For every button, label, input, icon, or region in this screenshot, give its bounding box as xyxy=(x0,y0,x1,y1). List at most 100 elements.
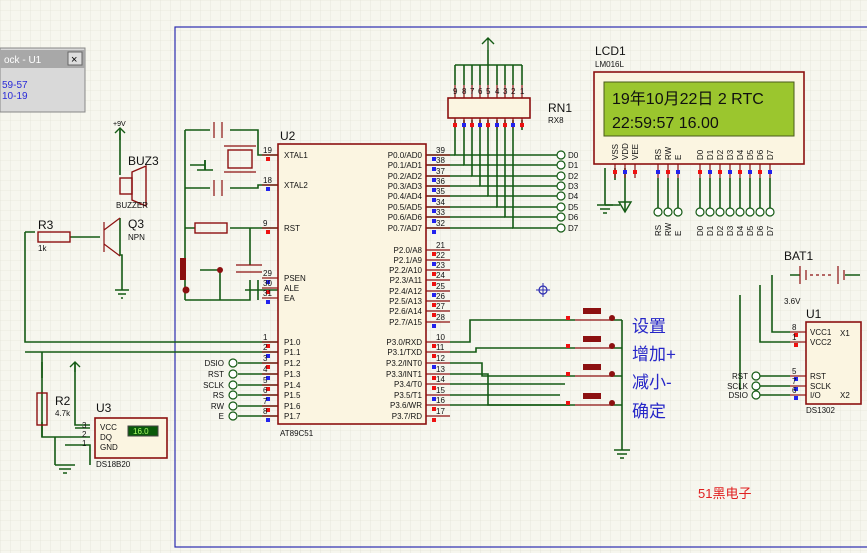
mcu-pin-number: 7 xyxy=(263,397,268,406)
lcd-row-1: 19年10月22日 2 RTC xyxy=(612,90,764,108)
mcu-pin-number: 15 xyxy=(436,386,445,395)
pin-state-marker xyxy=(566,316,570,320)
pin-state-marker xyxy=(432,376,436,380)
pin-state-marker xyxy=(478,123,482,127)
rn1-pin-number: 5 xyxy=(486,87,491,96)
net-label-dsio: DSIO xyxy=(204,359,224,368)
mcu-pin-number: 34 xyxy=(436,198,445,207)
ds1302-pin-name: I/O xyxy=(810,391,821,400)
pin-state-marker xyxy=(718,170,722,174)
mcu-pin-name: P2.4/A12 xyxy=(389,287,422,296)
pin-state-marker xyxy=(432,198,436,202)
mcu-pin-name: XTAL2 xyxy=(284,181,308,190)
cursor-crosshair-icon xyxy=(536,283,550,297)
ground-icon xyxy=(115,289,129,299)
pin-state-marker xyxy=(566,372,570,376)
mcu-pin-number: 4 xyxy=(263,365,268,374)
pin-state-marker xyxy=(470,123,474,127)
pin-state-marker xyxy=(266,344,270,348)
net-terminal xyxy=(715,207,725,217)
ds1302-pin-name: VCC1 xyxy=(810,328,832,337)
pin-state-marker xyxy=(633,170,637,174)
net-terminal xyxy=(653,207,663,217)
lcd-model: LM016L xyxy=(595,60,624,69)
bat-ref: BAT1 xyxy=(784,249,813,263)
bat-value: 3.6V xyxy=(784,297,801,306)
mcu-pin-number: 14 xyxy=(436,375,445,384)
mcu-pin-name: P3.6/WR xyxy=(390,401,422,410)
mcu-pin-number: 17 xyxy=(436,407,445,416)
push-button-2[interactable] xyxy=(566,336,615,349)
q3-ref: Q3 xyxy=(128,217,144,231)
button-dot xyxy=(609,315,615,321)
mcu-pin-name: P1.3 xyxy=(284,370,301,379)
mcu-pin-name: P3.3/INT1 xyxy=(386,370,423,379)
mcu-chip xyxy=(277,143,427,425)
pin-state-marker xyxy=(432,293,436,297)
pin-state-marker xyxy=(453,123,457,127)
push-button-3[interactable] xyxy=(566,364,615,377)
net-terminal xyxy=(228,401,238,411)
lcd-net-label: D3 xyxy=(726,225,735,236)
u3-pin-num-2: 2 xyxy=(82,430,87,439)
lcd-pin-name: RW xyxy=(664,146,673,160)
lcd-net-label: RW xyxy=(664,222,673,236)
net-terminal xyxy=(556,181,566,191)
push-button-1[interactable] xyxy=(566,308,615,321)
reset-button[interactable] xyxy=(180,258,223,294)
pin-state-marker xyxy=(432,407,436,411)
button-dot xyxy=(609,400,615,406)
push-button-4[interactable] xyxy=(566,393,615,406)
q3-model: NPN xyxy=(128,233,145,242)
pin-state-marker xyxy=(266,354,270,358)
net-label-d7: D7 xyxy=(568,224,579,233)
mcu-pin-name: P3.4/T0 xyxy=(394,380,423,389)
pin-state-marker xyxy=(520,123,524,127)
u3-pin-gnd: GND xyxy=(100,443,118,452)
pin-state-marker xyxy=(266,187,270,191)
mcu-pin-number: 27 xyxy=(436,302,445,311)
net-terminal xyxy=(725,207,735,217)
sheet-border xyxy=(174,26,867,548)
pin-state-marker xyxy=(432,157,436,161)
pin-state-marker xyxy=(266,418,270,422)
mcu-ref: U2 xyxy=(280,129,296,143)
mcu-pin-name: P0.3/AD3 xyxy=(388,182,423,191)
mcu-pin-number: 33 xyxy=(436,208,445,217)
resistor-r2 xyxy=(36,392,48,426)
mcu-pin-name: P2.1/A9 xyxy=(394,256,423,265)
lcd-net-label: D6 xyxy=(756,225,765,236)
pin-state-marker xyxy=(503,123,507,127)
mcu-pin-name: P2.5/A13 xyxy=(389,297,422,306)
net-terminal xyxy=(556,171,566,181)
mcu-pin-name: EA xyxy=(284,294,295,303)
pin-state-marker xyxy=(266,376,270,380)
pin-state-marker xyxy=(768,170,772,174)
pin-state-marker xyxy=(432,167,436,171)
floating-window[interactable]: ock - U1 × 59-57 10-19 xyxy=(0,47,86,113)
transistor-q3 xyxy=(103,217,121,257)
net-terminal xyxy=(556,223,566,233)
lcd-net-label: RS xyxy=(654,225,663,236)
mcu-pin-number: 37 xyxy=(436,167,445,176)
mcu-pin-number: 26 xyxy=(436,292,445,301)
lcd-pin-name: RS xyxy=(654,149,663,160)
pin-state-marker xyxy=(432,418,436,422)
mcu-pin-number: 29 xyxy=(263,269,272,278)
pin-state-marker xyxy=(738,170,742,174)
mcu-pin-name: XTAL1 xyxy=(284,151,308,160)
pot-arrow-icon xyxy=(617,201,633,214)
button-cap xyxy=(583,393,601,399)
ground-icon xyxy=(597,204,613,214)
net-terminal xyxy=(228,358,238,368)
mcu-pin-number: 30 xyxy=(263,279,272,288)
net-terminal xyxy=(556,202,566,212)
mcu-pin-name: P1.6 xyxy=(284,402,301,411)
window-close-button[interactable] xyxy=(67,51,83,66)
lcd-screen xyxy=(603,81,795,137)
rn1-ref: RN1 xyxy=(548,101,572,115)
capacitor-c3 xyxy=(236,264,262,273)
pin-state-marker xyxy=(432,262,436,266)
